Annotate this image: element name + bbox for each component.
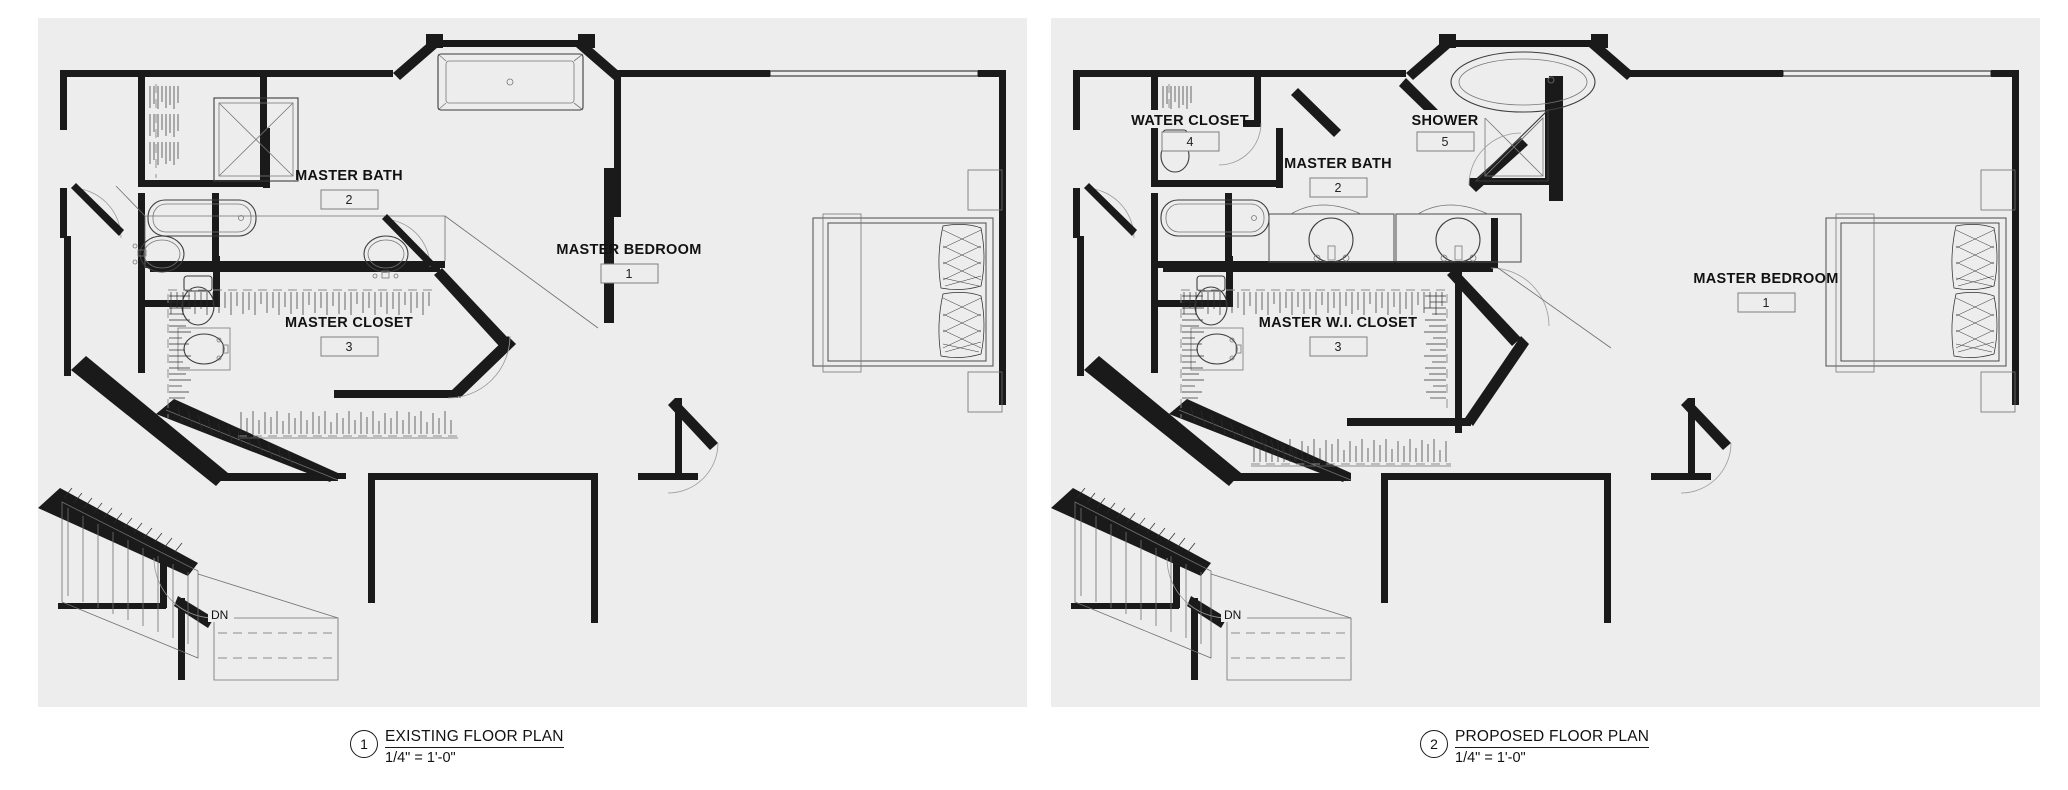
- bathtub-bay-existing: [437, 53, 584, 111]
- room-labels-proposed: WATER CLOSET 4 SHOWER 5 MASTER BATH 2 MA…: [1131, 110, 1838, 357]
- existing-plan-panel: DN MASTER BATH 2 MASTER BEDROOM 1 MASTER…: [38, 18, 1027, 707]
- room-label-shower-proposed: SHOWER 5: [1406, 110, 1484, 152]
- vanity-sink-left-existing: [132, 235, 185, 273]
- svg-text:MASTER BEDROOM: MASTER BEDROOM: [556, 242, 701, 258]
- sink-lavatory-existing: [177, 327, 231, 371]
- bed-existing: [812, 169, 1003, 413]
- svg-text:2: 2: [1335, 181, 1342, 195]
- stair-direction-label-existing: DN: [211, 608, 228, 622]
- bathtub-secondary-proposed: [1160, 199, 1270, 237]
- svg-text:3: 3: [1335, 340, 1342, 354]
- drawing-scale-proposed: 1/4" = 1'-0": [1455, 750, 1526, 766]
- closet-hanging-shower-wall-existing: [149, 84, 179, 178]
- closet-hanging-rod-top-proposed: [1181, 289, 1449, 315]
- closet-hanging-rod-left-existing: [167, 294, 191, 418]
- drawing-title-proposed: PROPOSED FLOOR PLAN: [1455, 728, 1650, 748]
- vanity-sink-right-existing: [363, 235, 409, 279]
- shower-existing: [213, 97, 299, 182]
- existing-floor-plan-drawing: DN MASTER BATH 2 MASTER BEDROOM 1 MASTER…: [38, 34, 1006, 681]
- svg-text:SHOWER: SHOWER: [1411, 113, 1478, 129]
- closet-hanging-wall-proposed: [1162, 84, 1192, 118]
- svg-text:4: 4: [1187, 135, 1194, 149]
- closet-hanging-rod-bottom-existing: [238, 411, 458, 439]
- detail-bubble-proposed[interactable]: 2: [1420, 730, 1448, 758]
- closet-hanging-rod-left-proposed: [1180, 294, 1204, 418]
- proposed-plan-panel: DN WATER CLOSET 4 SHOWER 5 MASTER BATH: [1051, 18, 2040, 707]
- bathtub-bay-proposed: [1450, 51, 1596, 113]
- closet-shelf-diagonal-proposed: [1178, 406, 1352, 481]
- svg-text:5: 5: [1442, 135, 1449, 149]
- bathtub-secondary-existing: [147, 199, 257, 237]
- title-block-proposed: 2 PROPOSED FLOOR PLAN 1/4" = 1'-0": [1420, 728, 1750, 774]
- toilet-existing: [181, 275, 215, 326]
- bed-proposed: [1825, 169, 2016, 413]
- stair-direction-label-proposed: DN: [1224, 608, 1241, 622]
- pillow-lower-proposed: [1951, 292, 1998, 358]
- room-labels-existing: MASTER BATH 2 MASTER BEDROOM 1 MASTER CL…: [285, 168, 701, 357]
- toilet-existing-bath-proposed: [1194, 275, 1228, 326]
- title-block-existing: 1 EXISTING FLOOR PLAN 1/4" = 1'-0": [350, 728, 680, 774]
- closet-shelf-diagonal-existing: [165, 406, 339, 481]
- svg-text:1: 1: [626, 267, 633, 281]
- pillow-lower-existing: [938, 292, 985, 358]
- svg-text:2: 2: [346, 193, 353, 207]
- vanity-cabinet-left-proposed: [1268, 204, 1395, 263]
- proposed-floor-plan-drawing: DN WATER CLOSET 4 SHOWER 5 MASTER BATH: [1051, 34, 2019, 681]
- room-label-master-bath-proposed: MASTER BATH 2: [1284, 156, 1392, 198]
- stairs-existing: DN: [61, 487, 339, 681]
- room-label-master-closet-existing: MASTER CLOSET 3: [285, 315, 413, 357]
- svg-text:MASTER BATH: MASTER BATH: [1284, 156, 1392, 172]
- sink-lavatory-proposed: [1190, 327, 1244, 371]
- detail-bubble-existing[interactable]: 1: [350, 730, 378, 758]
- room-label-master-wi-closet-proposed: MASTER W.I. CLOSET 3: [1259, 315, 1417, 357]
- svg-text:WATER CLOSET: WATER CLOSET: [1131, 113, 1249, 129]
- doors-existing: [70, 183, 719, 619]
- room-label-master-bath-existing: MASTER BATH 2: [295, 168, 403, 210]
- svg-text:1: 1: [1763, 296, 1770, 310]
- room-label-master-bedroom-existing: MASTER BEDROOM 1: [556, 242, 701, 284]
- svg-text:MASTER BEDROOM: MASTER BEDROOM: [1693, 271, 1838, 287]
- drawing-title-existing: EXISTING FLOOR PLAN: [385, 728, 564, 748]
- pillow-upper-proposed: [1951, 224, 1998, 290]
- closet-hanging-rod-right-proposed: [1424, 294, 1448, 414]
- room-label-master-bedroom-proposed: MASTER BEDROOM 1: [1693, 271, 1838, 313]
- svg-text:MASTER W.I. CLOSET: MASTER W.I. CLOSET: [1259, 315, 1417, 331]
- svg-text:MASTER BATH: MASTER BATH: [295, 168, 403, 184]
- svg-text:3: 3: [346, 340, 353, 354]
- svg-text:MASTER CLOSET: MASTER CLOSET: [285, 315, 413, 331]
- room-label-water-closet-proposed: WATER CLOSET 4: [1131, 110, 1249, 152]
- closet-hanging-rod-top-existing: [168, 289, 436, 315]
- stairs-proposed: DN: [1074, 487, 1352, 681]
- closet-hanging-rod-bottom-proposed: [1251, 439, 1451, 467]
- drawing-scale-existing: 1/4" = 1'-0": [385, 750, 456, 766]
- doors-proposed: [1083, 88, 1732, 619]
- pillow-upper-existing: [938, 224, 985, 290]
- vanity-cabinet-right-proposed: [1395, 204, 1522, 263]
